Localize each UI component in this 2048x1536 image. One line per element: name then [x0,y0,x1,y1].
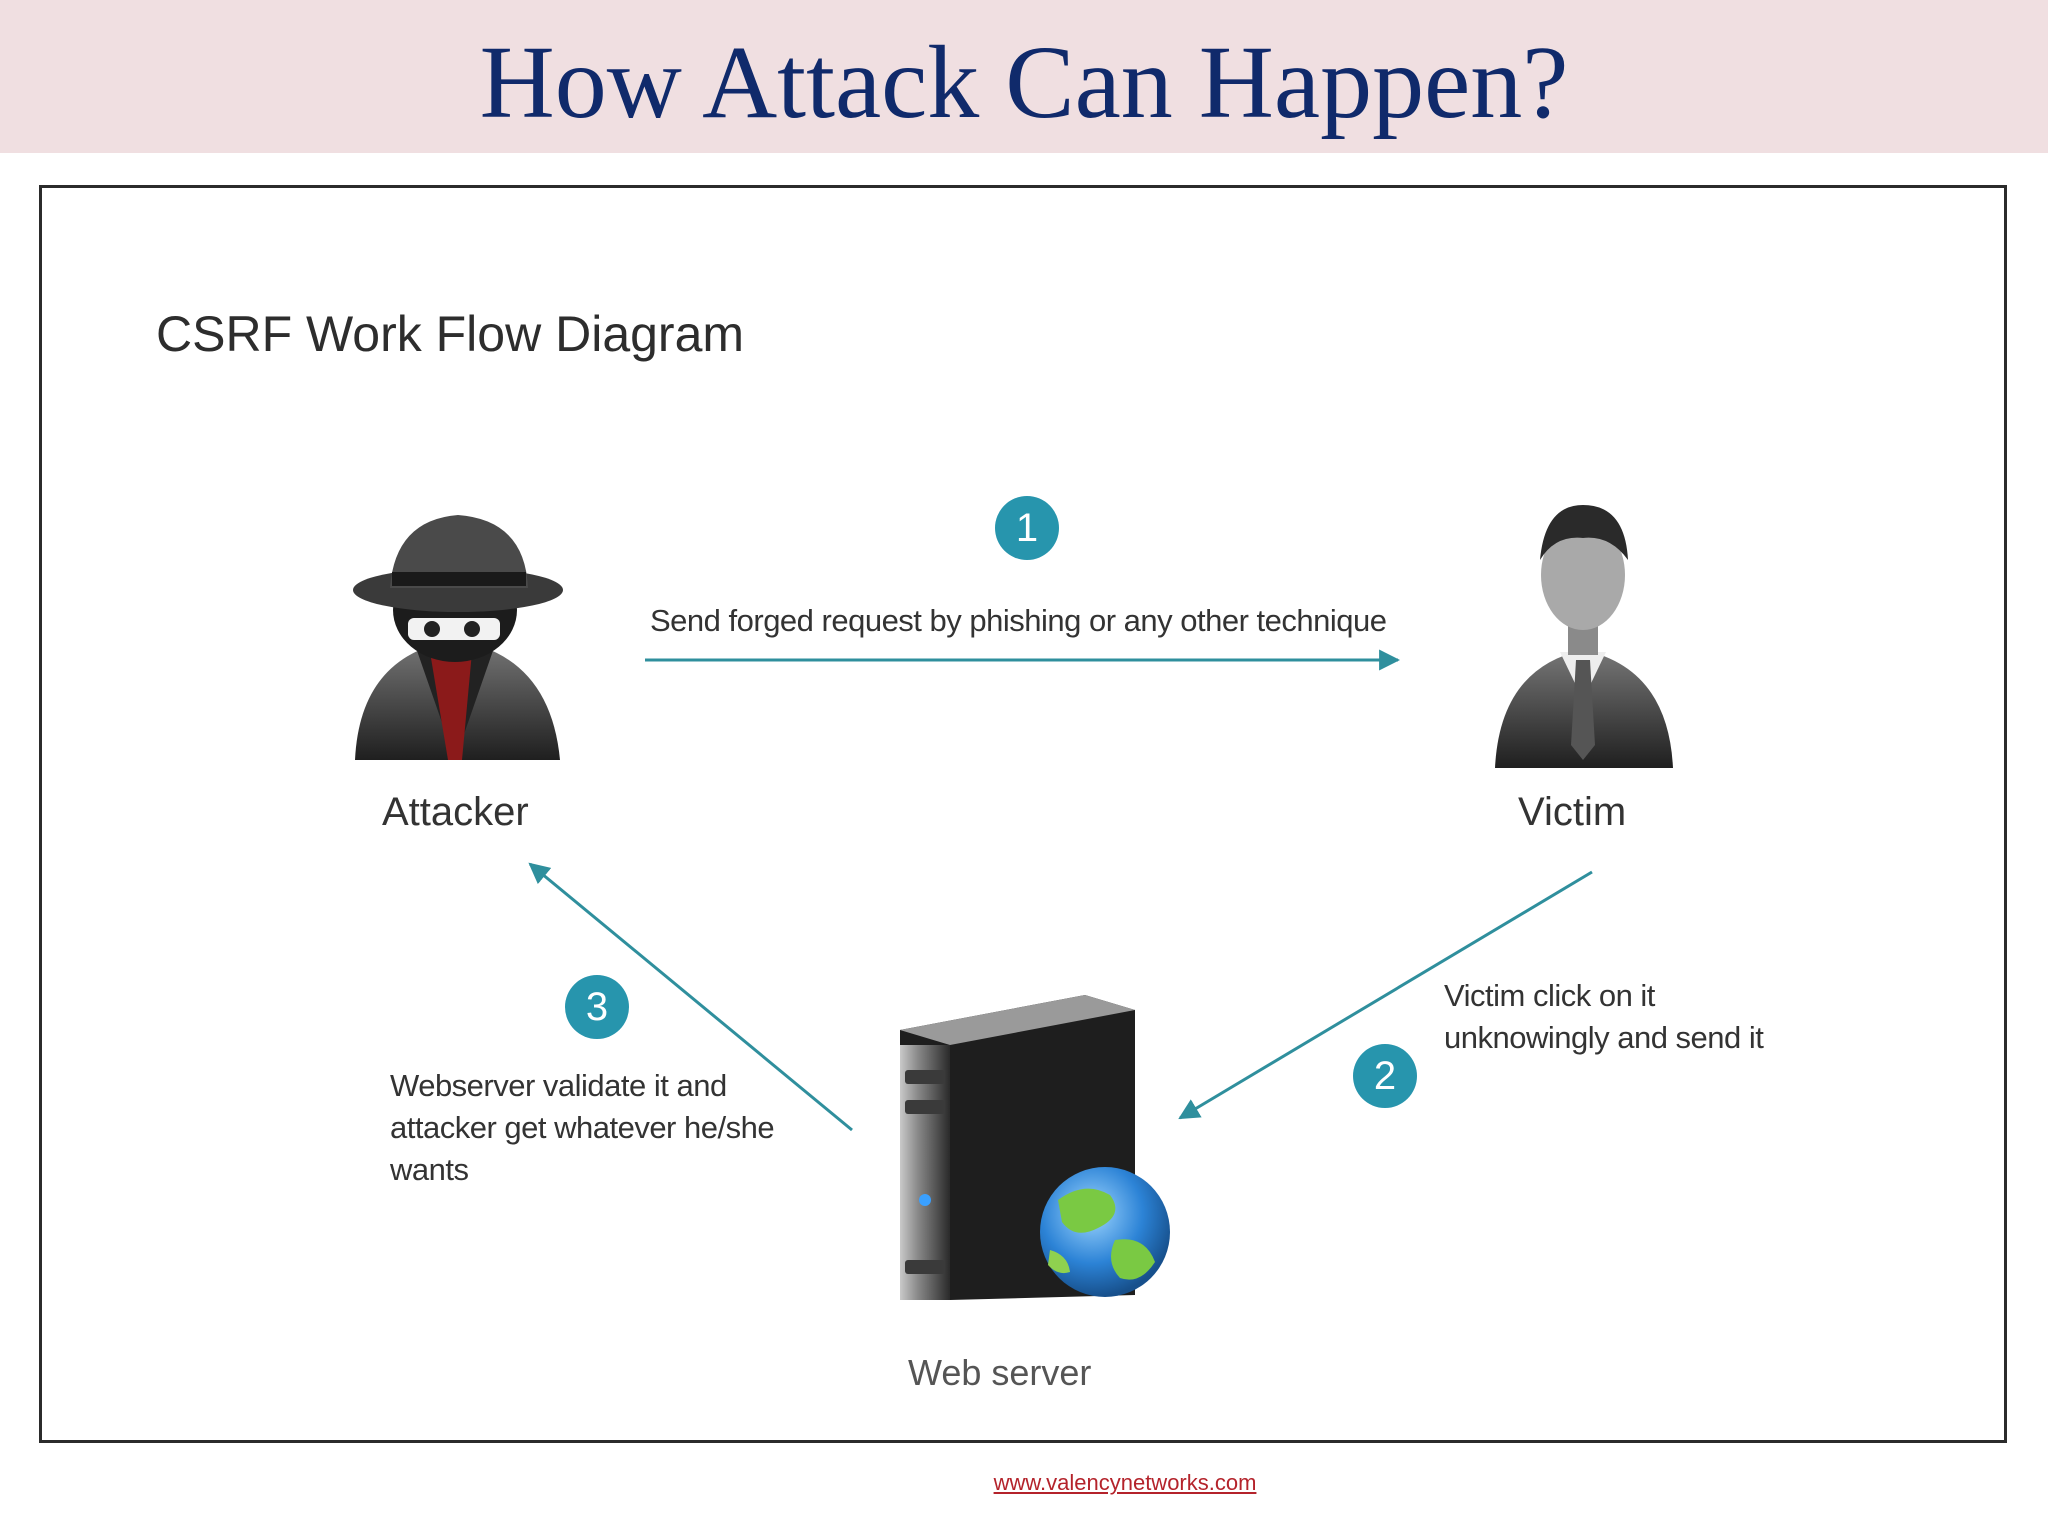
attacker-spy-icon [353,515,563,760]
step-2-text: Victim click on it unknowingly and send … [1444,975,1764,1059]
slide-title: How Attack Can Happen? [479,25,1569,140]
globe-icon [1040,1167,1170,1297]
arrow-step-2 [1178,870,1593,1120]
step-3-text: Webserver validate it and attacker get w… [390,1065,775,1191]
step-1-badge: 1 [995,496,1059,560]
attacker-label: Attacker [382,790,529,834]
step-3-line-2: attacker get whatever he/she [390,1110,775,1145]
web-server-label: Web server [908,1352,1092,1393]
victim-label: Victim [1518,790,1627,834]
step-2-line-1: Victim click on it [1444,978,1655,1013]
diagram-heading: CSRF Work Flow Diagram [156,306,745,362]
step-3-badge: 3 [565,975,629,1039]
step-1-text: Send forged request by phishing or any o… [650,603,1387,638]
step-2-line-2: unknowingly and send it [1444,1020,1764,1055]
arrow-step-3 [528,862,853,1132]
victim-person-icon [1495,505,1673,768]
step-3-line-3: wants [390,1152,469,1187]
step-3-line-1: Webserver validate it and [390,1068,727,1103]
title-band [0,0,2048,153]
step-2-badge: 2 [1353,1044,1417,1108]
footer-website-link[interactable]: www.valencynetworks.com [993,1470,1257,1495]
